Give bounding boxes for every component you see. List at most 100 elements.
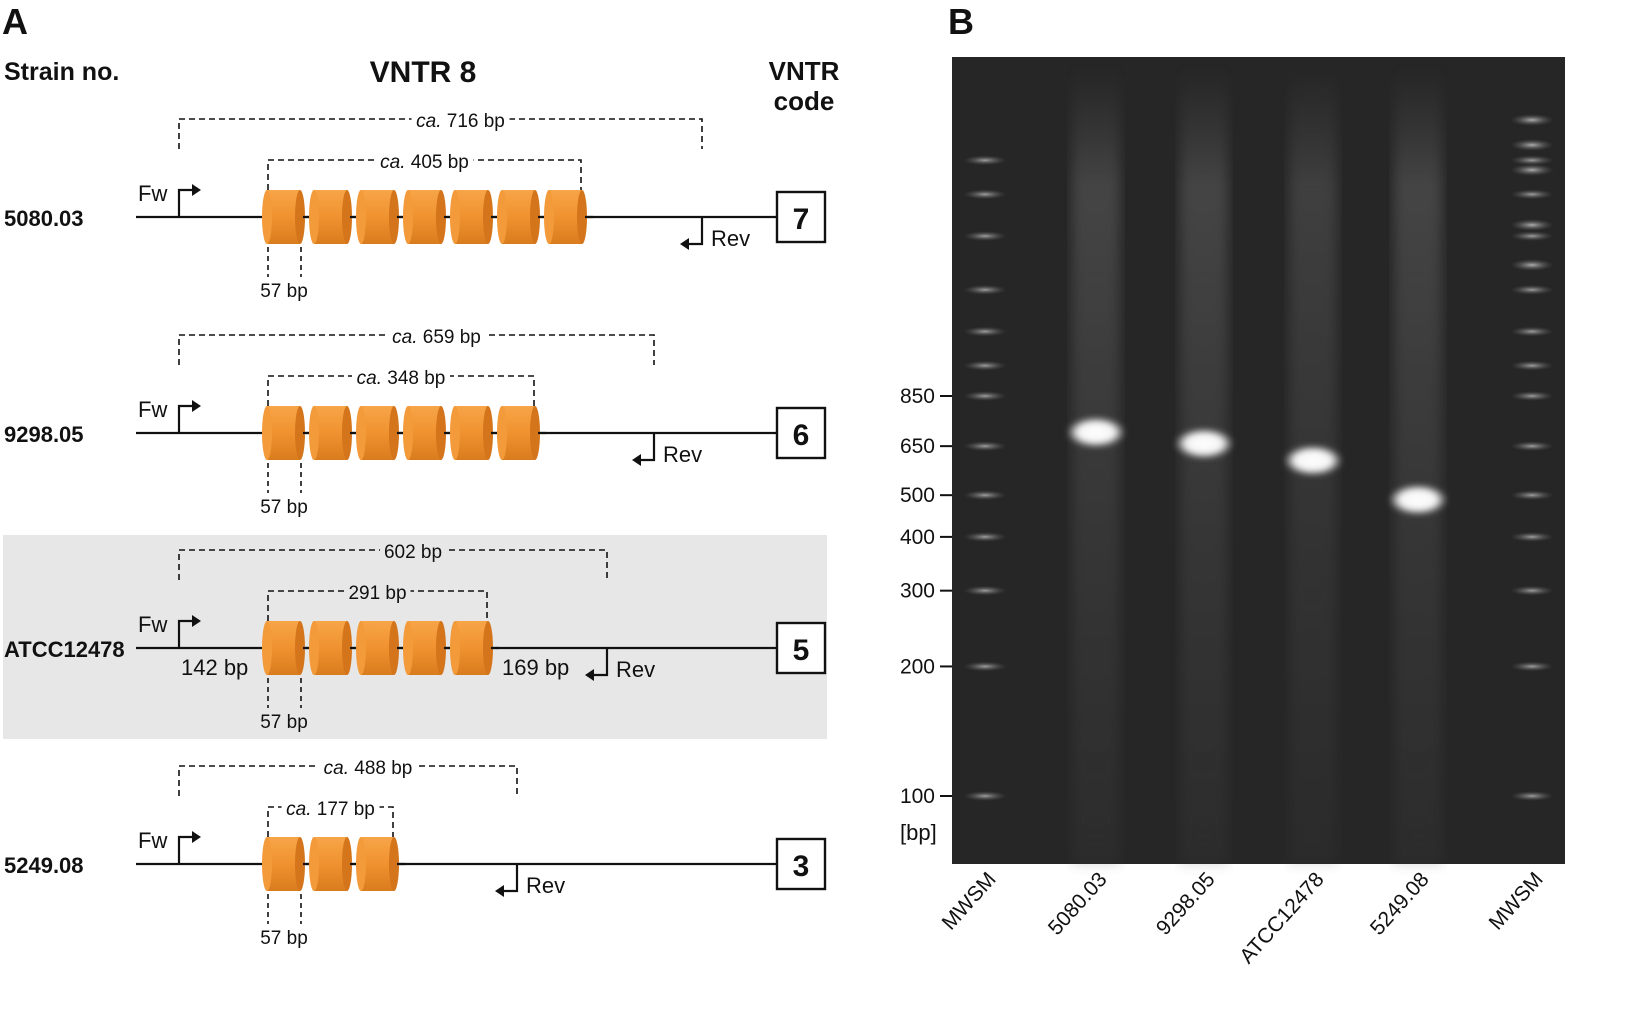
ladder-tick-label: 300 <box>900 580 935 603</box>
rev-label: Rev <box>711 226 750 251</box>
ladder-tick-label: 100 <box>900 785 935 808</box>
ladder-band <box>963 231 1007 242</box>
rev-arrow-head-icon <box>680 238 689 250</box>
ladder-band <box>1510 490 1554 501</box>
fw-primer-arrow <box>177 404 195 433</box>
repeat-unit-icon <box>356 621 405 675</box>
fw-arrow-head-icon <box>192 400 201 412</box>
fw-label: Fw <box>138 828 167 853</box>
ladder-band <box>963 360 1007 371</box>
ladder-band <box>1510 661 1554 672</box>
ladder-band <box>1510 360 1554 371</box>
amplicon-size: ca. 716 bp <box>416 111 505 132</box>
repeat-unit-icon <box>356 406 405 460</box>
panel-a-label: A <box>2 1 28 42</box>
vntr-code: 5 <box>793 634 810 667</box>
vntr-code-box <box>775 190 827 244</box>
ladder-band <box>1510 139 1554 151</box>
vntr-code: 7 <box>793 203 810 236</box>
amplicon-size: 602 bp <box>384 542 442 563</box>
rev-arrow-head-icon <box>585 669 594 681</box>
amplicon-size: ca. 488 bp <box>324 758 413 779</box>
rev-primer-arrow <box>501 864 519 893</box>
ladder-band <box>963 585 1007 596</box>
sample-band <box>1283 444 1343 477</box>
ladder-band <box>1510 114 1554 126</box>
ladder-band <box>963 326 1007 337</box>
panel-a: A Strain no. VNTR 8 VNTR code 5080.03FwR… <box>2 1 840 949</box>
repeat-unit-icon <box>544 190 593 244</box>
header-strain: Strain no. <box>4 58 119 86</box>
repeat-unit-icon <box>309 406 358 460</box>
vntr-code-box <box>775 406 827 460</box>
repeat-unit-icon <box>309 621 358 675</box>
repeat-span-size: ca. 348 bp <box>357 368 446 389</box>
ladder-band <box>963 490 1007 501</box>
repeat-unit-icon <box>403 621 452 675</box>
label-bg <box>352 366 450 386</box>
sample-band <box>1174 427 1234 460</box>
ladder-band <box>1510 155 1554 166</box>
ladder-tick-label: 650 <box>900 435 935 458</box>
repeat-span-bracket <box>267 159 582 190</box>
repeat-unit-size: 57 bp <box>260 281 308 302</box>
gel-content <box>963 67 1554 864</box>
ladder-band <box>963 189 1007 200</box>
strain-name: 5080.03 <box>4 206 84 231</box>
repeat-unit-icon <box>262 190 311 244</box>
repeat-span-bracket <box>267 590 488 621</box>
label-bg <box>375 150 474 170</box>
fw-label: Fw <box>138 181 167 206</box>
rev-label: Rev <box>526 873 565 898</box>
ladder-band <box>963 441 1007 452</box>
gel-image <box>952 57 1565 864</box>
repeat-unit-icon <box>497 190 546 244</box>
fw-arrow-head-icon <box>192 184 201 196</box>
repeat-unit-icon <box>450 621 499 675</box>
fw-label: Fw <box>138 397 167 422</box>
repeat-unit-icon <box>403 406 452 460</box>
fw-primer-arrow <box>177 835 195 864</box>
lane-label: ATCC12478 <box>1235 868 1328 968</box>
repeat-unit-icon <box>450 190 499 244</box>
repeat-unit-icon <box>262 406 311 460</box>
ladder-band <box>963 284 1007 295</box>
repeat-unit-icon <box>356 190 405 244</box>
ladder-band <box>1510 164 1554 176</box>
repeat-unit-icon <box>450 406 499 460</box>
ladder-band <box>1510 284 1554 295</box>
rev-arrow-head-icon <box>495 885 504 897</box>
ladder-band <box>963 791 1007 801</box>
ladder-band <box>1510 259 1554 271</box>
lane-smear <box>1180 67 1228 864</box>
sample-band <box>1066 416 1126 449</box>
ladder-band <box>1510 391 1554 401</box>
sample-band <box>1388 483 1448 516</box>
ladder-band <box>963 531 1007 542</box>
ladder-tick-label: 500 <box>900 484 935 507</box>
repeat-span-size: ca. 177 bp <box>286 799 375 820</box>
vntr-code-box <box>775 837 827 891</box>
repeat-unit-icon <box>309 837 358 891</box>
strain-name: 5249.08 <box>4 853 84 878</box>
gel-unit: [bp] <box>900 820 937 845</box>
repeat-unit-size: 57 bp <box>260 928 308 949</box>
repeat-unit-size: 57 bp <box>260 712 308 733</box>
ladder-band <box>1510 326 1554 337</box>
ladder-band <box>1510 219 1554 231</box>
header-title: VNTR 8 <box>370 56 477 89</box>
lane-label: 5080.03 <box>1044 868 1112 940</box>
repeat-unit-icon <box>262 837 311 891</box>
label-bg <box>281 797 380 817</box>
rev-label: Rev <box>616 657 655 682</box>
amplicon-bracket <box>178 765 518 796</box>
vntr-code-box <box>775 621 827 675</box>
lane-label: 9298.05 <box>1152 868 1220 940</box>
